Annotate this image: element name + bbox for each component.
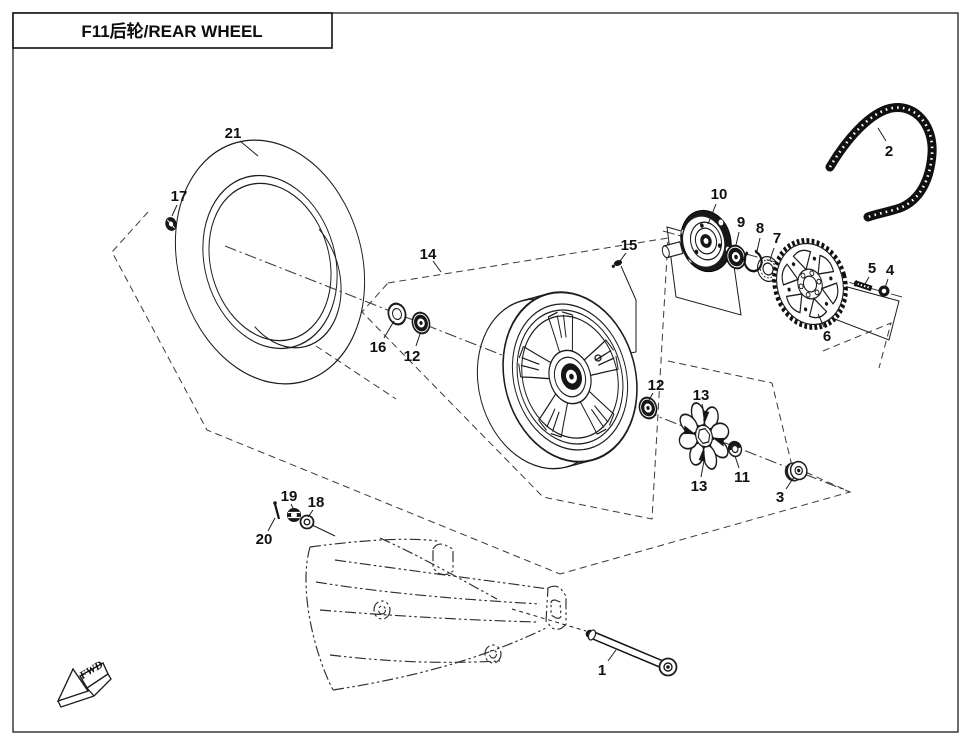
part-nut-4 bbox=[878, 285, 890, 297]
callout-leader-17 bbox=[171, 204, 178, 217]
axis-line-wheel bbox=[224, 245, 851, 493]
group-outline-sprocket-bolts bbox=[822, 322, 892, 369]
callout-leader-21 bbox=[239, 140, 259, 157]
callout-leader-14 bbox=[432, 260, 442, 273]
part-split-pin-20 bbox=[273, 501, 281, 520]
callout-leader-9 bbox=[735, 231, 740, 246]
cush-petals bbox=[678, 402, 730, 470]
swingarm-left-edge bbox=[305, 546, 334, 691]
axle-insertion-line bbox=[511, 608, 587, 632]
callout-leader-15 bbox=[619, 252, 627, 262]
swingarm-diagonal-tube bbox=[379, 537, 498, 600]
callout-label-11: 11 bbox=[734, 469, 750, 486]
callout-label-17: 17 bbox=[171, 188, 188, 205]
callout-label-9: 9 bbox=[737, 214, 745, 231]
callout-leader-1 bbox=[607, 649, 617, 662]
page-title: F11后轮/REAR WHEEL bbox=[81, 21, 262, 41]
swingarm-axle-plate bbox=[545, 585, 567, 630]
callout-label-12: 12 bbox=[648, 377, 665, 394]
title-box bbox=[12, 12, 333, 49]
box-bolts bbox=[813, 278, 900, 341]
callout-label-13: 13 bbox=[691, 478, 708, 495]
part-seal-16 bbox=[387, 302, 407, 326]
callout-label-5: 5 bbox=[868, 260, 876, 277]
callout-leader-10 bbox=[707, 203, 717, 225]
callout-leader-5 bbox=[864, 276, 870, 285]
swingarm-beam-low bbox=[329, 654, 501, 663]
callout-leader-11 bbox=[734, 455, 740, 469]
callout-label-14: 14 bbox=[420, 246, 437, 263]
callout-leader-4 bbox=[884, 278, 889, 289]
title-block: F11后轮/REAR WHEEL bbox=[12, 12, 333, 49]
part-cush-drive-13 bbox=[678, 402, 730, 470]
part-wheel-14 bbox=[476, 291, 638, 470]
part-spacer-3 bbox=[784, 460, 808, 482]
part-bearing-12-right bbox=[638, 396, 658, 420]
callout-label-18: 18 bbox=[308, 494, 325, 511]
part-nut-19 bbox=[287, 508, 301, 522]
callout-leader-16 bbox=[383, 320, 395, 339]
swingarm-beam-top bbox=[334, 559, 549, 590]
washer-line bbox=[309, 523, 336, 537]
page-border bbox=[12, 12, 959, 733]
callout-label-4: 4 bbox=[886, 262, 895, 279]
callout-leader-12 bbox=[415, 333, 421, 347]
callout-label-20: 20 bbox=[256, 531, 273, 548]
callout-label-8: 8 bbox=[756, 220, 764, 237]
sprocket-bolt-holes bbox=[798, 270, 822, 298]
callout-leader-12 bbox=[648, 392, 654, 401]
part-grommet-17 bbox=[165, 217, 177, 231]
wheel-valve-hole bbox=[594, 354, 602, 362]
callout-leader-3 bbox=[785, 476, 795, 490]
group-outline-wheel bbox=[361, 237, 669, 520]
callout-label-6: 6 bbox=[823, 328, 831, 345]
part-tire bbox=[174, 139, 366, 385]
callout-label-21: 21 bbox=[225, 125, 242, 142]
part-valve-15 bbox=[611, 260, 623, 268]
group-outline-cush bbox=[559, 360, 852, 575]
callout-label-7: 7 bbox=[773, 230, 781, 247]
part-bearing-9 bbox=[725, 244, 747, 270]
callout-leader-13 bbox=[701, 403, 705, 414]
part-carrier-10 bbox=[661, 209, 732, 273]
swingarm-phantom bbox=[305, 537, 567, 691]
callout-label-16: 16 bbox=[370, 339, 387, 356]
group-outline-seals bbox=[315, 345, 397, 400]
callout-label-19: 19 bbox=[281, 488, 298, 505]
callout-label-15: 15 bbox=[621, 237, 638, 254]
swingarm-beam-mid2 bbox=[319, 609, 537, 623]
sprocket-cutouts bbox=[781, 249, 839, 319]
callout-leader-2 bbox=[877, 127, 887, 142]
callout-label-12: 12 bbox=[404, 348, 421, 365]
part-bushing-11 bbox=[727, 440, 743, 458]
part-axle-1 bbox=[585, 629, 678, 677]
part-bearing-12-left bbox=[411, 311, 431, 335]
fwd-arrow: FWD bbox=[56, 659, 112, 708]
part-bolt-5 bbox=[853, 280, 873, 292]
swingarm-boss-right bbox=[484, 644, 502, 664]
swingarm-bottom-edge bbox=[332, 627, 547, 691]
callout-label-3: 3 bbox=[776, 489, 784, 506]
swingarm-boss-left bbox=[373, 600, 391, 620]
swingarm-top-tube bbox=[309, 538, 438, 548]
swingarm-beam-mid1 bbox=[315, 581, 541, 605]
part-washer-18 bbox=[299, 514, 315, 530]
callout-label-1: 1 bbox=[598, 662, 606, 679]
callout-leader-13 bbox=[700, 460, 705, 478]
group-outline-tire bbox=[111, 211, 561, 575]
callout-leader-18 bbox=[307, 509, 314, 518]
swingarm-axle-slot bbox=[550, 599, 562, 619]
callout-leader-19 bbox=[290, 503, 295, 511]
part-chain-2 bbox=[825, 103, 937, 222]
callout-label-10: 10 bbox=[711, 186, 728, 203]
callout-leader-7 bbox=[769, 247, 775, 261]
callout-leader-20 bbox=[267, 517, 276, 532]
part-sprocket-6 bbox=[772, 238, 848, 330]
callout-label-2: 2 bbox=[885, 143, 893, 160]
callout-label-13: 13 bbox=[693, 387, 710, 404]
callout-leader-6 bbox=[817, 313, 825, 328]
callout-leader-8 bbox=[756, 237, 761, 252]
